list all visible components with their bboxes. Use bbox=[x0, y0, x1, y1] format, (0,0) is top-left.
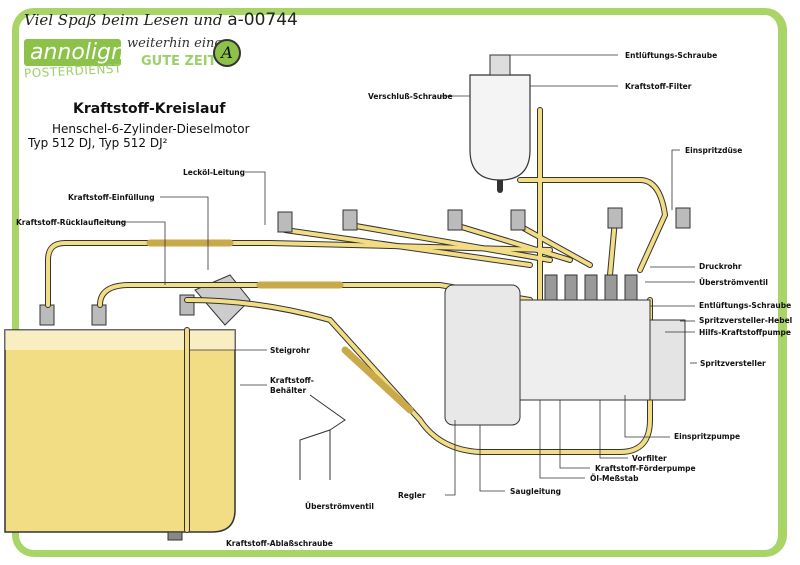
label-verschluss: Verschluß-Schraube bbox=[368, 92, 453, 101]
slogan-2: weiterhin eine bbox=[127, 36, 223, 51]
label-steigrohr: Steigrohr bbox=[270, 346, 310, 355]
label-foerderpumpe: Kraftstoff-Förderpumpe bbox=[595, 464, 696, 473]
pump-governor bbox=[444, 284, 521, 426]
label-druckrohr: Druckrohr bbox=[699, 262, 742, 271]
label-behaelter-2: Behälter bbox=[270, 386, 306, 395]
diagram-title: Kraftstoff-Kreislauf bbox=[73, 101, 226, 117]
page-border bbox=[12, 8, 787, 557]
label-einspritzpumpe: Einspritzpumpe bbox=[674, 432, 740, 441]
overflow-valve-inset bbox=[299, 394, 346, 480]
filter-cap bbox=[489, 54, 511, 76]
annoligno-logo: annoligno bbox=[24, 39, 138, 66]
diagram-subtitle-2: Typ 512 DJ, Typ 512 DJ² bbox=[28, 136, 168, 150]
tank-fitting bbox=[91, 304, 107, 326]
label-einfuellung: Kraftstoff-Einfüllung bbox=[68, 193, 155, 202]
label-leckoel: Lecköl-Leitung bbox=[183, 168, 245, 177]
label-filter: Kraftstoff-Filter bbox=[625, 82, 692, 91]
label-behaelter-1: Kraftstoff- bbox=[270, 376, 314, 385]
label-hilfspumpe: Hilfs-Kraftstoffpumpe bbox=[699, 328, 791, 337]
label-ueberstrom: Überströmventil bbox=[699, 278, 768, 287]
label-messstab: Öl-Meßstab bbox=[590, 474, 639, 483]
fuel-level bbox=[5, 330, 235, 350]
fuel-tank bbox=[4, 329, 236, 533]
injection-pump bbox=[519, 299, 651, 401]
tank-fitting bbox=[39, 304, 55, 326]
braided-hose bbox=[341, 346, 414, 414]
injection-nozzles bbox=[277, 207, 691, 233]
slogan: Viel Spaß beim Lesen und a-00744 bbox=[24, 10, 298, 30]
pump-outlets bbox=[544, 274, 638, 301]
fuel-filter bbox=[469, 74, 531, 181]
leader-lines bbox=[105, 54, 697, 496]
drain-plug bbox=[167, 531, 183, 541]
slogan-3: GUTE ZEIT bbox=[141, 54, 217, 69]
diagram-subtitle: Henschel-6-Zylinder-Dieselmotor bbox=[52, 122, 250, 136]
label-hebel: Spritzversteller-Hebel bbox=[699, 316, 792, 325]
label-duese: Einspritzdüse bbox=[685, 146, 742, 155]
timing-device bbox=[649, 319, 686, 401]
label-ueberstrom2: Überströmventil bbox=[305, 502, 374, 511]
label-entlueftung-top: Entlüftungs-Schraube bbox=[625, 51, 717, 60]
label-regler: Regler bbox=[398, 491, 426, 500]
label-vorfilter: Vorfilter bbox=[632, 454, 667, 463]
a-badge-logo: A bbox=[213, 39, 241, 67]
label-saugleitung: Saugleitung bbox=[510, 487, 561, 496]
label-ruecklauf: Kraftstoff-Rücklaufleitung bbox=[16, 218, 126, 227]
label-ablass: Kraftstoff-Ablaßschraube bbox=[226, 539, 333, 548]
label-spritzversteller: Spritzversteller bbox=[700, 359, 766, 368]
label-entlueftung-pump: Entlüftungs-Schraube bbox=[699, 301, 791, 310]
